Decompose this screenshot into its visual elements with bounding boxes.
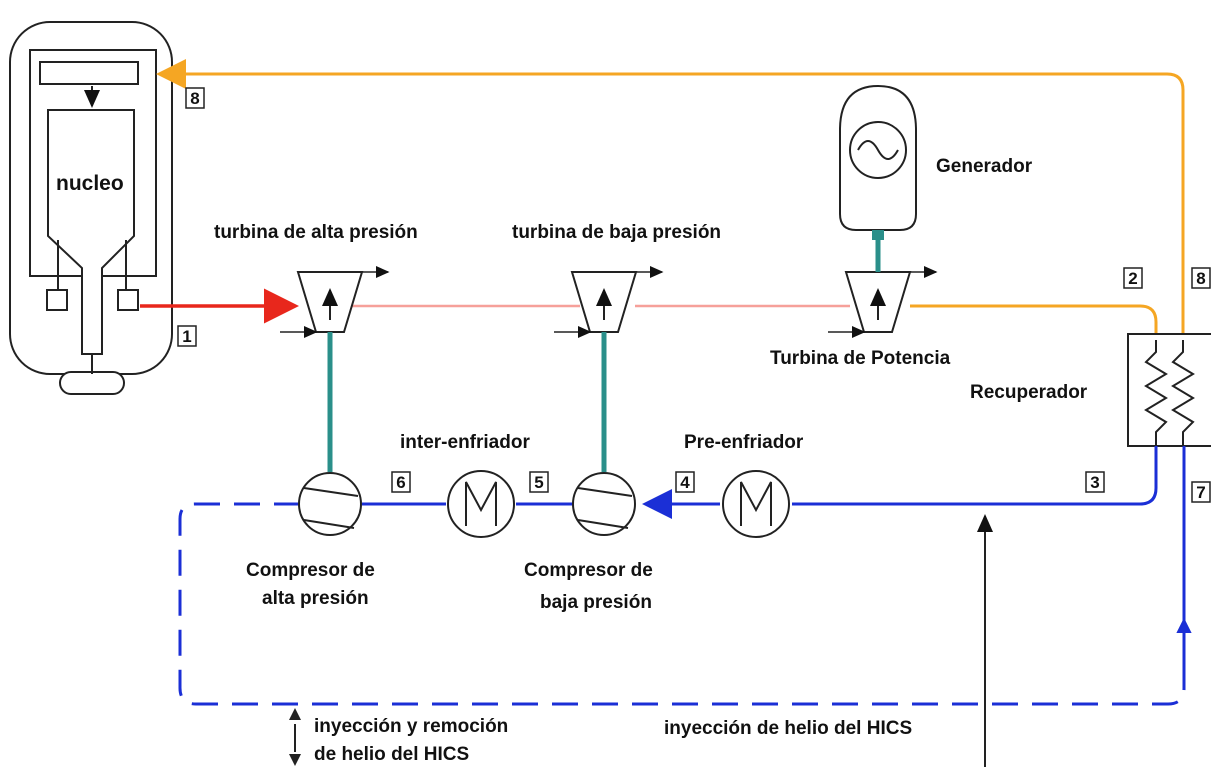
reactor-vessel: nucleo (9, 21, 173, 395)
svg-text:1: 1 (182, 327, 191, 346)
state-point-1: 1 (177, 325, 197, 347)
core-label: nucleo (56, 172, 124, 195)
hp-turbine-label: turbina de alta presión (214, 222, 418, 243)
intercooler-label: inter-enfriador (400, 432, 530, 453)
state-point-8-top: 8 (185, 87, 205, 109)
generator (839, 84, 917, 240)
recuperator-label: Recuperador (970, 382, 1088, 403)
lp-turbine-label: turbina de baja presión (512, 222, 721, 243)
hp-compressor (298, 472, 362, 536)
state-point-2: 2 (1123, 267, 1143, 289)
state-point-4: 4 (675, 471, 695, 493)
svg-text:7: 7 (1196, 483, 1205, 502)
svg-text:5: 5 (534, 473, 543, 492)
hp-compressor-label-line2: alta presión (262, 588, 369, 609)
svg-text:8: 8 (190, 89, 199, 108)
state-point-6: 6 (391, 471, 411, 493)
hp-turbine (280, 266, 390, 338)
hics-inject-label: inyección de helio del HICS (664, 718, 912, 739)
hics-inject-remove-arrow (289, 708, 301, 766)
svg-text:2: 2 (1128, 269, 1137, 288)
generator-label: Generador (936, 156, 1033, 177)
state-point-7: 7 (1191, 481, 1211, 503)
intercooler (447, 470, 515, 538)
state-point-3: 3 (1085, 471, 1105, 493)
lp-compressor-label-line1: Compresor de (524, 560, 653, 581)
recuperator (1127, 333, 1211, 447)
precooler (722, 470, 790, 538)
power-to-recuperator-pipe (910, 304, 1158, 340)
recuperator-to-precooler-pipe (792, 446, 1158, 506)
svg-text:4: 4 (680, 473, 690, 492)
hics-inject-remove-label-line2: de helio del HICS (314, 744, 469, 765)
hics-inject-remove-label-line1: inyección y remoción (314, 716, 508, 737)
svg-text:8: 8 (1196, 269, 1205, 288)
state-point-5: 5 (529, 471, 549, 493)
state-point-8-right: 8 (1191, 267, 1211, 289)
power-turbine-label: Turbina de Potencia (770, 348, 951, 369)
hp-compressor-label-line1: Compresor de (246, 560, 375, 581)
svg-text:6: 6 (396, 473, 405, 492)
svg-text:3: 3 (1090, 473, 1099, 492)
lp-compressor (572, 472, 636, 536)
precooler-label: Pre-enfriador (684, 432, 804, 453)
power-turbine (828, 266, 938, 338)
return-pipe-8 (156, 59, 1185, 340)
lp-compressor-label-line2: baja presión (540, 592, 652, 613)
lp-turbine (554, 266, 664, 338)
